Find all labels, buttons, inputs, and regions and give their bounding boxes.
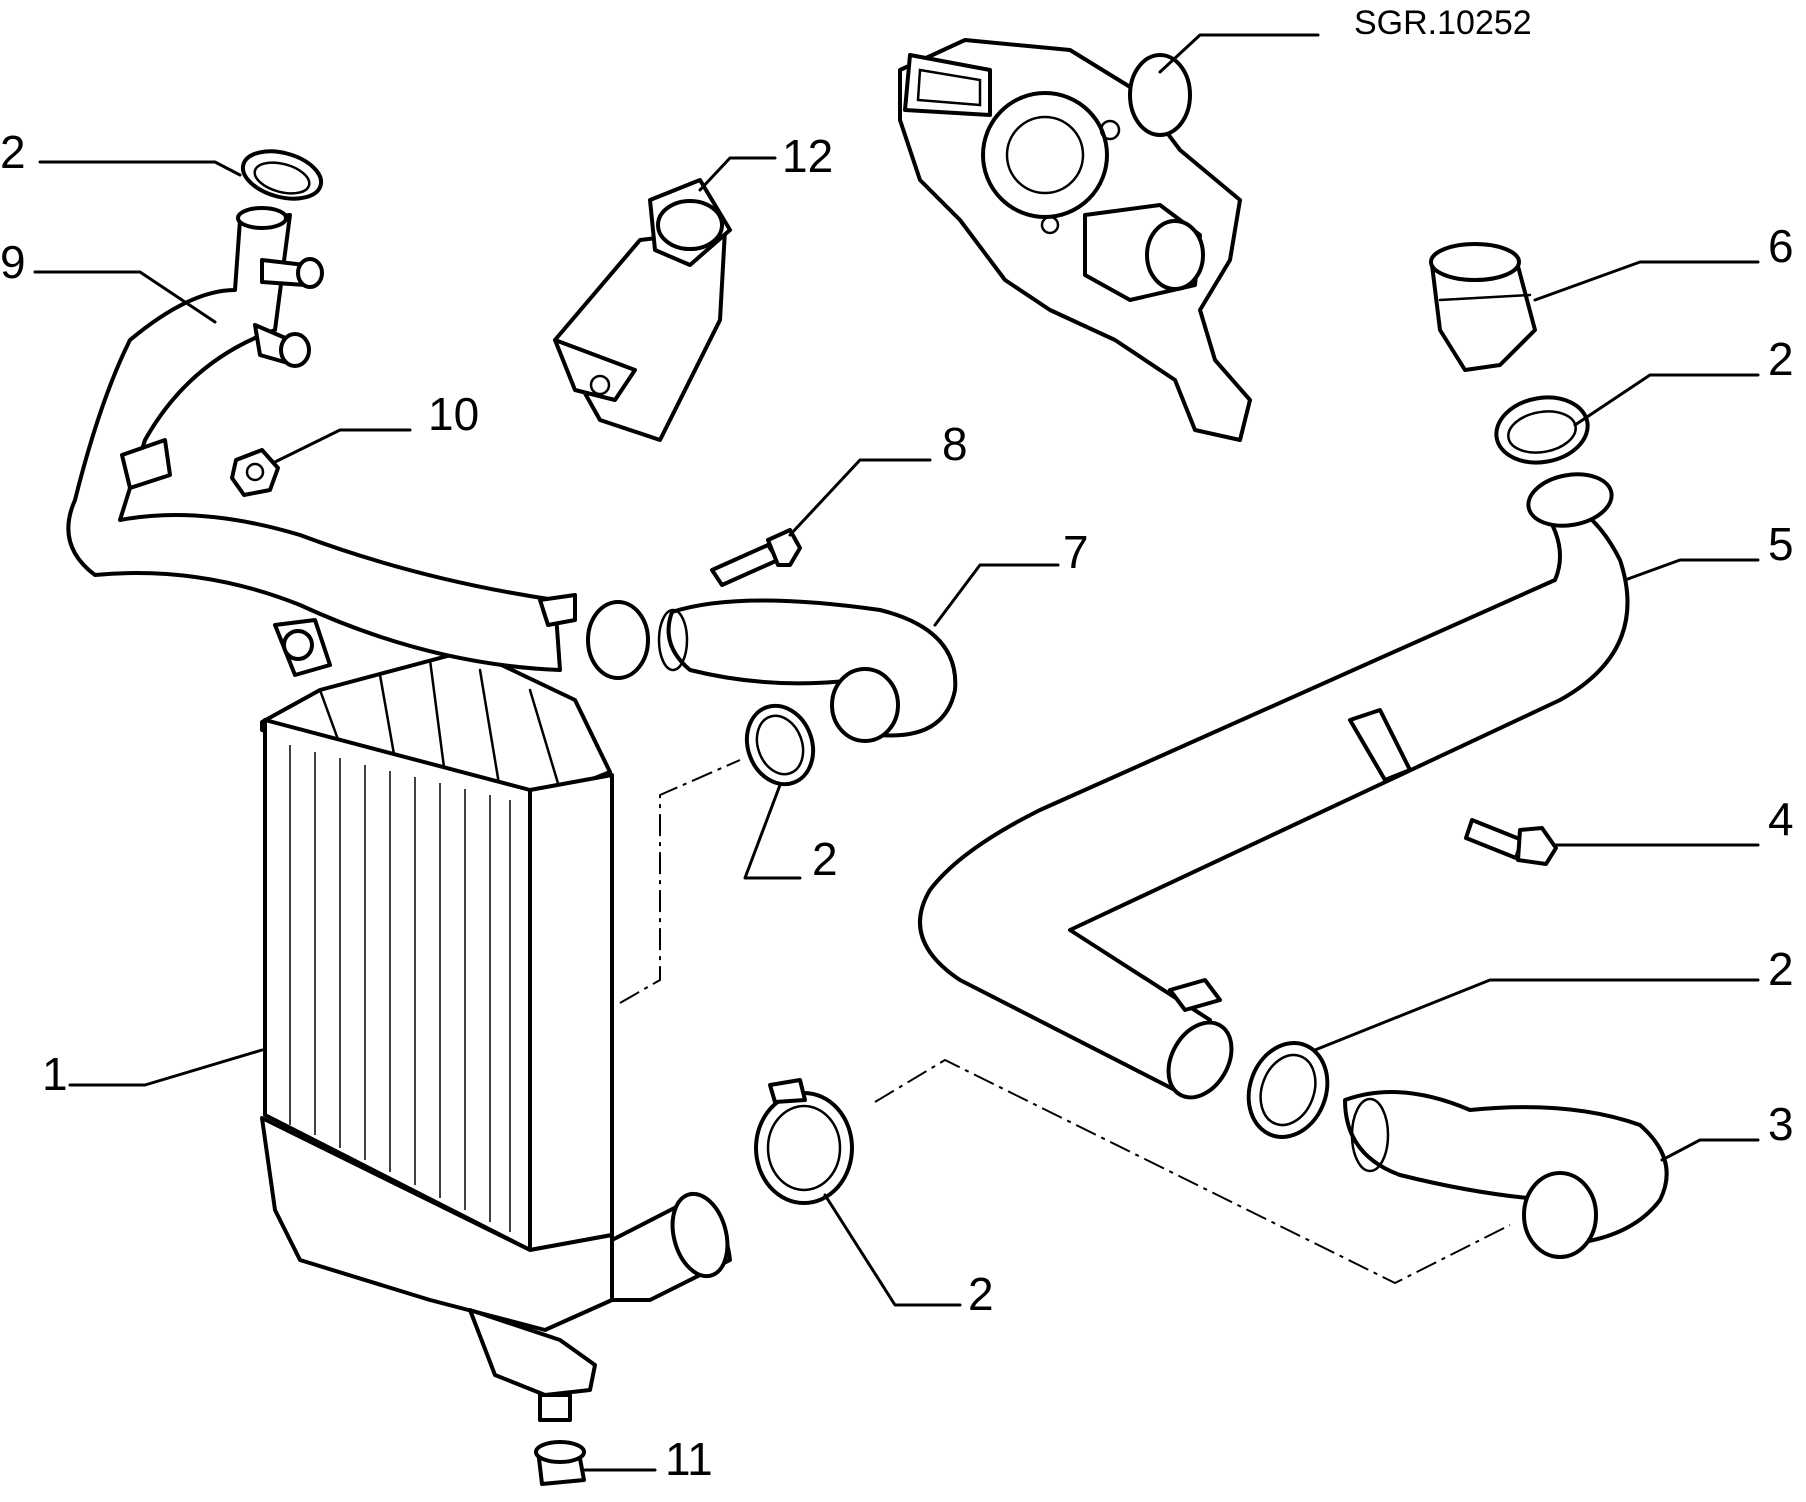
clamp-part-2-top-left xyxy=(240,149,324,201)
callout-2-lower-right: 2 xyxy=(1768,943,1794,995)
leader-sgr xyxy=(1158,33,1320,74)
pipe-part-5 xyxy=(918,472,1630,1100)
hose-part-7 xyxy=(657,598,958,743)
leader-2-upper-right xyxy=(1573,373,1760,427)
leader-8 xyxy=(788,458,932,537)
callout-2-top-left: 2 xyxy=(0,126,26,178)
leader-2-lower-mid xyxy=(823,1193,962,1307)
callout-12: 12 xyxy=(782,130,833,182)
clamp-part-2-upper-right xyxy=(1494,395,1590,465)
callout-11: 11 xyxy=(665,1433,713,1485)
leader-3 xyxy=(1660,1138,1760,1162)
clamp-part-2-lower-mid xyxy=(754,1078,854,1205)
leader-7 xyxy=(933,563,1060,627)
callout-7: 7 xyxy=(1063,526,1089,578)
callout-9: 9 xyxy=(0,236,26,288)
bracket-part-12 xyxy=(553,178,732,442)
pipe-part-9 xyxy=(66,206,650,680)
intercooler-part-1 xyxy=(260,618,732,1422)
callout-8: 8 xyxy=(942,418,968,470)
callout-1: 1 xyxy=(42,1048,68,1100)
alignment-line-upper xyxy=(619,759,741,1004)
turbocharger xyxy=(898,38,1252,442)
plug-part-11 xyxy=(534,1440,586,1486)
callout-5: 5 xyxy=(1768,518,1794,570)
hose-part-3 xyxy=(1343,1090,1669,1259)
leader-12 xyxy=(698,156,777,192)
leader-5 xyxy=(1623,558,1760,582)
alignment-line-lower xyxy=(874,1058,1511,1285)
leader-1 xyxy=(68,1048,264,1087)
bolt-part-4 xyxy=(1464,818,1558,866)
nut-part-10 xyxy=(230,448,280,497)
callout-3: 3 xyxy=(1768,1098,1794,1150)
callout-2-upper-right: 2 xyxy=(1768,333,1794,385)
clamp-part-2-lower-right xyxy=(1246,1041,1330,1139)
leader-2-mid xyxy=(743,783,802,880)
callout-6: 6 xyxy=(1768,220,1794,272)
leader-10 xyxy=(273,428,412,464)
bolt-part-8 xyxy=(710,528,802,587)
hose-part-6 xyxy=(1429,242,1537,372)
leader-9 xyxy=(33,270,217,324)
leader-6 xyxy=(1533,260,1760,302)
callout-2-mid: 2 xyxy=(812,833,838,885)
drawing-code: SGR.10252 xyxy=(1354,4,1532,42)
callout-10: 10 xyxy=(428,388,479,440)
leader-2-lower-right xyxy=(1313,978,1760,1052)
clamp-part-2-mid xyxy=(744,703,816,787)
leader-2-top-left xyxy=(38,160,242,177)
callout-2-lower-mid: 2 xyxy=(968,1268,994,1320)
callout-4: 4 xyxy=(1768,793,1794,845)
